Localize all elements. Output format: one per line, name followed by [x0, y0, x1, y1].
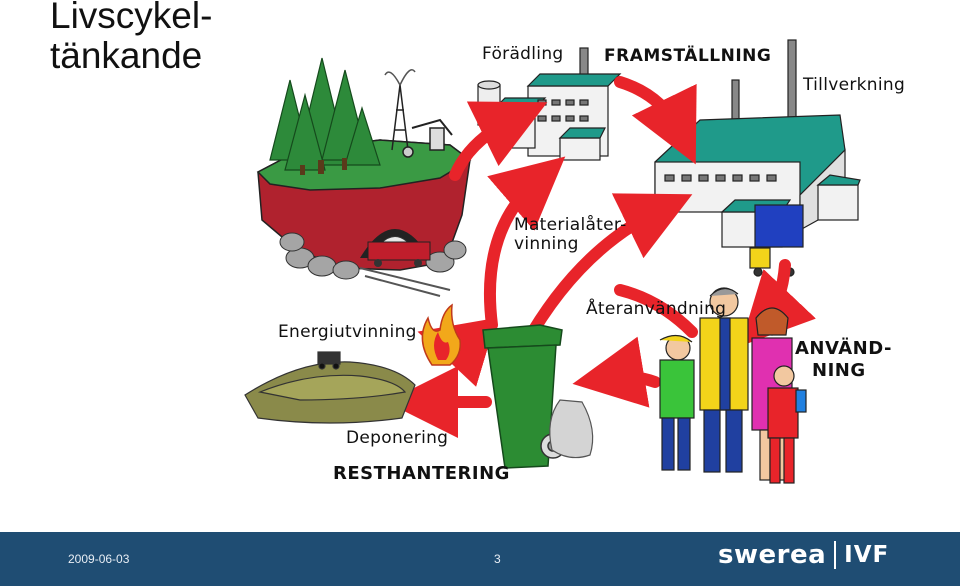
- label-deponering: Deponering: [346, 428, 449, 448]
- arrow-use-to-bin: [572, 336, 661, 408]
- cycle-arrows: [386, 76, 816, 438]
- oil-derrick: [384, 69, 453, 158]
- label-anvandning-line2: NING: [812, 360, 866, 381]
- trash-bag: [549, 399, 594, 459]
- fire-icon: [421, 303, 462, 366]
- label-materialatervinning-line1: Materialåter-: [514, 215, 627, 235]
- title-line-2: tänkande: [50, 35, 203, 76]
- lifecycle-illustration: [244, 39, 861, 484]
- logo-separator: [834, 541, 837, 569]
- landfill: [244, 351, 416, 424]
- label-foradling: Förädling: [482, 44, 564, 64]
- logo-main-text: swerea: [718, 540, 827, 570]
- label-tillverkning: Tillverkning: [803, 75, 906, 95]
- waste-bin: [482, 324, 566, 469]
- label-anvandning-line1: ANVÄND-: [795, 338, 892, 359]
- refinery-factory: [477, 47, 622, 161]
- arrow-refinery-to-plant: [614, 76, 697, 165]
- arrow-raw-to-refinery: [449, 101, 548, 181]
- slide-footer: 2009-06-03 3 swerea IVF: [0, 532, 960, 586]
- manufacturing-plant: [654, 39, 861, 277]
- arrow-bin-to-refinery: [483, 156, 566, 331]
- swerea-ivf-logo: swerea IVF: [718, 540, 889, 570]
- label-materialatervinning-line2: vinning: [514, 234, 579, 254]
- logo-sub-text: IVF: [844, 542, 890, 568]
- label-resthantering: RESTHANTERING: [333, 463, 510, 484]
- slide-title: Livscykel- tänkande: [50, 0, 212, 76]
- title-line-1: Livscykel-: [50, 0, 213, 36]
- footer-date: 2009-06-03: [68, 552, 130, 566]
- forest: [269, 57, 381, 175]
- label-ateranvandning: Återanvändning: [586, 299, 727, 319]
- label-framstallning: FRAMSTÄLLNING: [604, 46, 772, 66]
- arrow-bin-to-plant: [519, 193, 693, 351]
- family-users: [659, 287, 807, 484]
- page-number: 3: [494, 552, 501, 566]
- label-energiutvinning: Energiutvinning: [278, 322, 417, 342]
- arrow-reuse-stem: [614, 284, 698, 338]
